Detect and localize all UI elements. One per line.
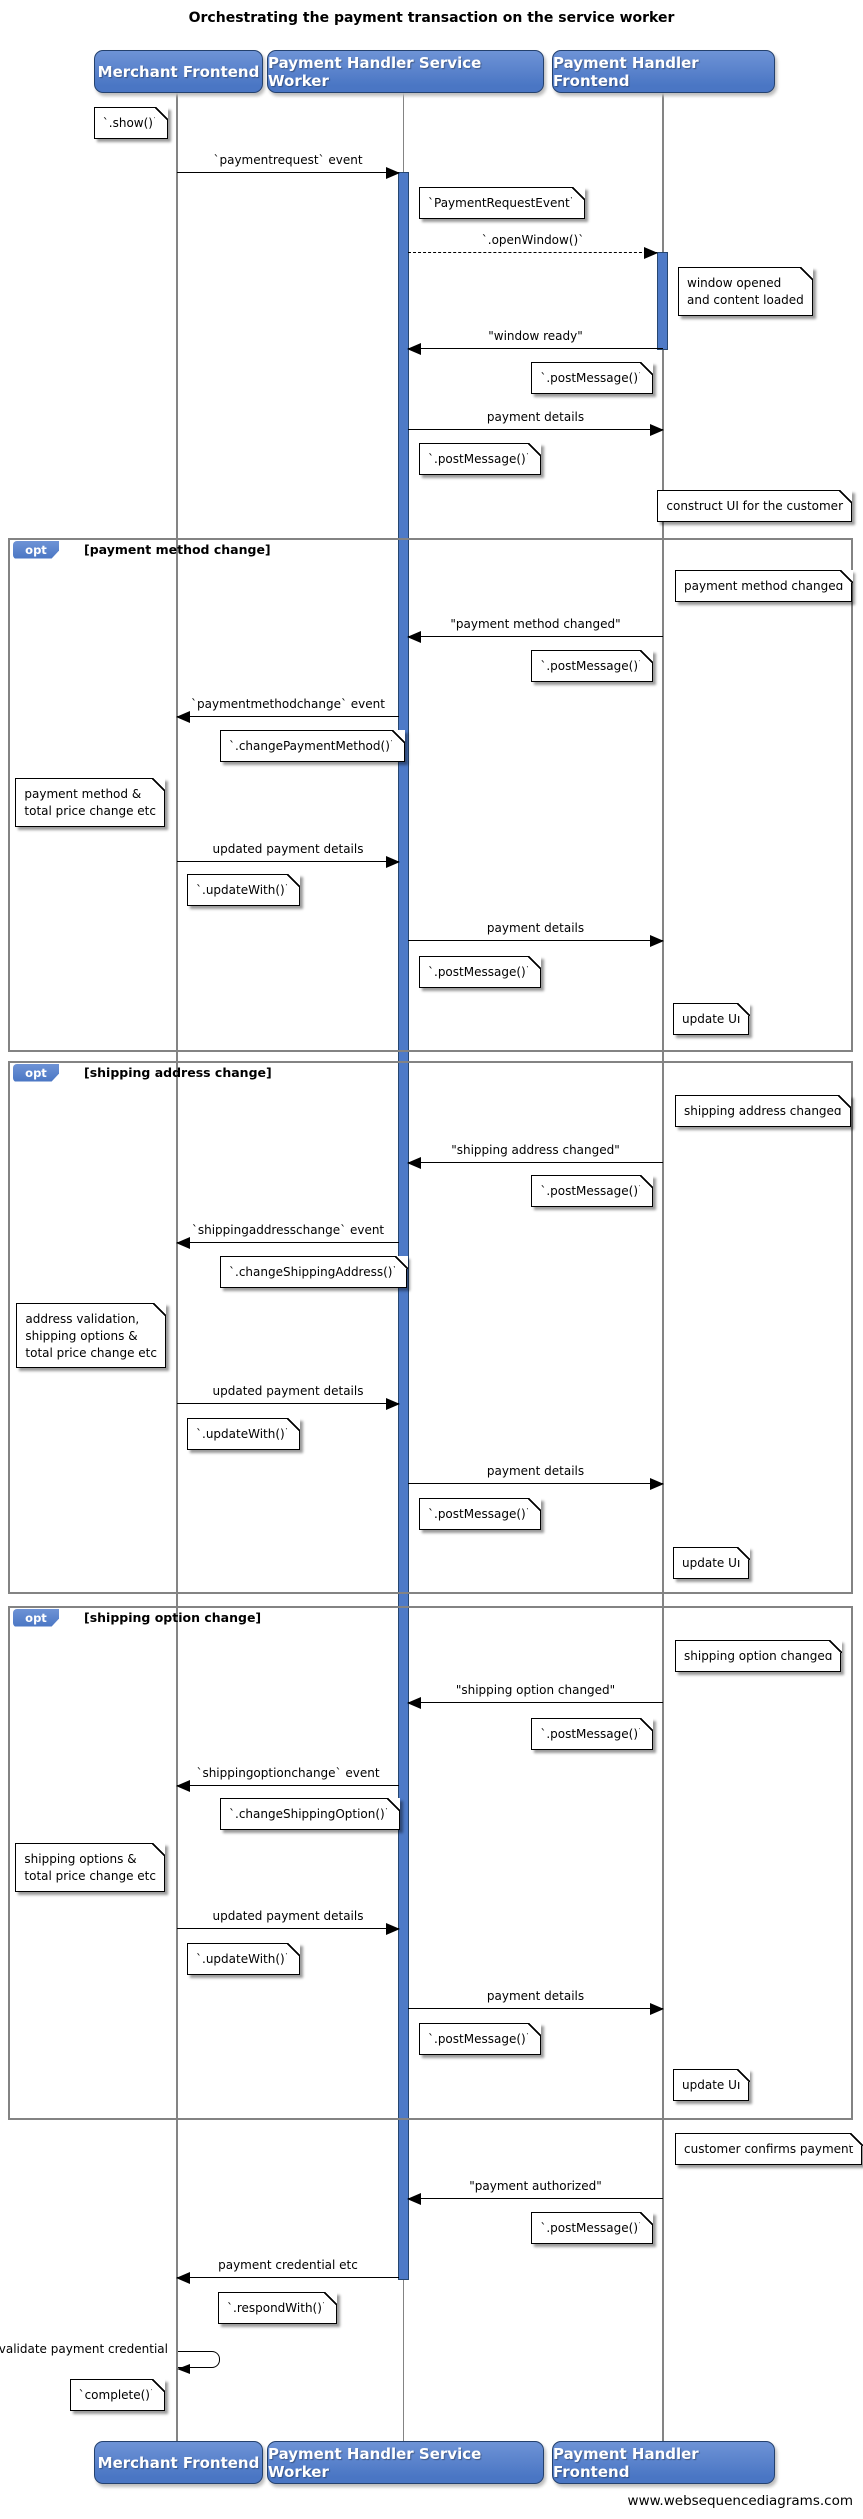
opt-fragment-shipping-option-change: opt [shipping option change]	[8, 1606, 853, 2120]
actor-service-worker-bottom: Payment Handler Service Worker	[267, 2441, 544, 2484]
message-label: "payment authorized"	[469, 2179, 602, 2193]
message-label: updated payment details	[212, 842, 364, 856]
message-arrow	[176, 1236, 399, 1249]
message-label: payment details	[486, 410, 585, 424]
diagram-title: Orchestrating the payment transaction on…	[188, 10, 675, 26]
message-label: "shipping option changed"	[455, 1683, 616, 1697]
message-arrow	[408, 246, 658, 259]
note: `.postMessage()`	[531, 1174, 654, 1207]
message-label: updated payment details	[212, 1909, 364, 1923]
message-arrow	[407, 342, 663, 355]
message-label: updated payment details	[212, 1384, 364, 1398]
message-label: `shippingoptionchange` event	[196, 1766, 380, 1780]
note: shipping address changed	[675, 1094, 851, 1127]
note: update UI	[673, 2068, 751, 2101]
note: `.postMessage()`	[419, 442, 541, 475]
note: address validation, shipping options & t…	[16, 1302, 167, 1369]
actor-merchant-frontend-top: Merchant Frontend	[94, 50, 263, 93]
note: `complete()`	[69, 2378, 166, 2411]
message-arrow	[408, 423, 664, 436]
message-label: `.openWindow()`	[481, 233, 585, 247]
message-label: "payment method changed"	[450, 617, 621, 631]
message-arrow	[176, 710, 399, 723]
message-label: payment details	[486, 1989, 585, 2003]
note: `.postMessage()`	[419, 2022, 541, 2055]
actor-merchant-frontend-bottom: Merchant Frontend	[94, 2441, 263, 2484]
note: `PaymentRequestEvent`	[419, 186, 585, 219]
note: `.postMessage()`	[419, 955, 541, 988]
note: update UI	[673, 1546, 751, 1579]
fragment-condition: [shipping address change]	[84, 1065, 272, 1080]
opt-keyword-tag: opt	[13, 541, 59, 559]
note: payment method & total price change etc	[15, 777, 166, 827]
activation-payment-handler-frontend	[657, 252, 668, 350]
opt-keyword-tag: opt	[13, 1609, 59, 1627]
opt-fragment-shipping-address-change: opt [shipping address change]	[8, 1061, 853, 1594]
note: `.postMessage()`	[531, 2211, 654, 2244]
note: `.show()`	[93, 106, 169, 139]
message-arrow	[408, 1477, 664, 1490]
message-label: payment credential etc	[218, 2258, 358, 2272]
note: payment method changed	[675, 569, 853, 602]
note: shipping options & total price change et…	[15, 1842, 166, 1892]
note: `.postMessage()`	[419, 1497, 541, 1530]
message-arrow	[408, 2002, 664, 2015]
actor-payment-handler-frontend-top: Payment Handler Frontend	[552, 50, 775, 93]
note: window opened and content loaded	[678, 266, 813, 316]
watermark-url: www.websequencediagrams.com	[627, 2493, 853, 2509]
note: `.updateWith()`	[187, 873, 300, 906]
note: `.changePaymentMethod()`	[220, 729, 406, 762]
message-arrow	[177, 1922, 400, 1935]
message-arrow	[176, 1779, 399, 1792]
message-label: `shippingaddresschange` event	[191, 1223, 385, 1237]
note: `.postMessage()`	[531, 361, 654, 394]
actor-service-worker-top: Payment Handler Service Worker	[267, 50, 544, 93]
note: `.postMessage()`	[531, 649, 654, 682]
note: `.updateWith()`	[187, 1417, 300, 1450]
message-label: `paymentmethodchange` event	[191, 697, 385, 711]
opt-fragment-payment-method-change: opt [payment method change]	[8, 538, 853, 1052]
message-arrow	[407, 1696, 663, 1709]
message-arrow	[407, 1156, 663, 1169]
note: customer confirms payment	[675, 2132, 863, 2165]
note: update UI	[673, 1002, 751, 1035]
message-arrow	[177, 166, 400, 179]
opt-keyword-tag: opt	[13, 1064, 59, 1082]
message-label: `paymentrequest` event	[213, 153, 363, 167]
self-message-loop	[177, 2351, 220, 2374]
actor-payment-handler-frontend-bottom: Payment Handler Frontend	[552, 2441, 775, 2484]
note: `.changeShippingAddress()`	[220, 1255, 409, 1288]
message-label: payment details	[486, 1464, 585, 1478]
message-label: payment details	[486, 921, 585, 935]
message-arrow	[407, 630, 663, 643]
message-arrow	[176, 2271, 399, 2284]
fragment-condition: [payment method change]	[84, 542, 271, 557]
note: `.postMessage()`	[531, 1717, 654, 1750]
note: shipping option changed	[675, 1639, 843, 1672]
message-label: "window ready"	[488, 329, 583, 343]
activation-service-worker	[398, 172, 409, 2280]
message-arrow	[408, 934, 664, 947]
message-label: "shipping address changed"	[451, 1143, 620, 1157]
message-arrow	[177, 855, 400, 868]
note: construct UI for the customer	[657, 489, 853, 522]
fragment-condition: [shipping option change]	[84, 1610, 262, 1625]
lifeline-merchant-frontend	[176, 93, 178, 2441]
self-message-label: validate payment credential	[0, 2342, 168, 2356]
message-arrow	[407, 2192, 663, 2205]
lifeline-payment-handler-frontend	[662, 93, 664, 2441]
note: `.updateWith()`	[187, 1942, 300, 1975]
note: `.respondWith()`	[218, 2291, 338, 2324]
message-arrow	[177, 1397, 400, 1410]
note: `.changeShippingOption()`	[220, 1797, 400, 1830]
